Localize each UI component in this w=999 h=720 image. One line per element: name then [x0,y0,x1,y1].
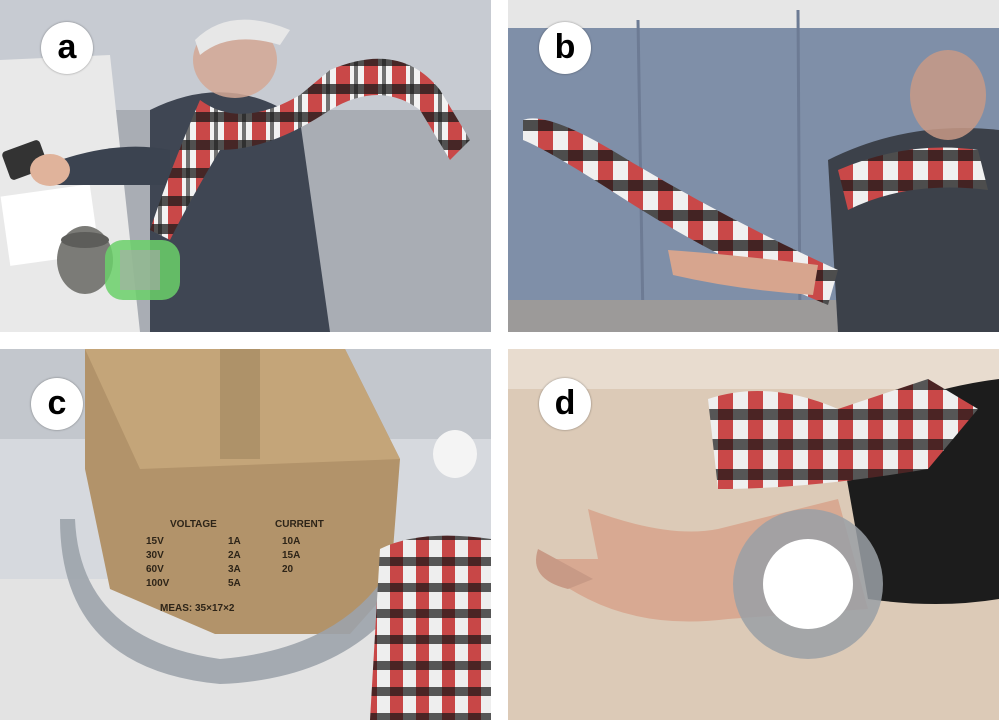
current-option: 20 [282,564,294,575]
voltage-option: 15V [146,536,164,547]
panel-label-b: b [539,22,591,74]
current-option: 10A [282,536,301,547]
panel-b: b [508,0,999,332]
panel-c: c VOLTAGE CURRENT 15V 30V 60V 100V 1A 2A… [0,349,491,720]
current-option: 1A [228,536,241,547]
voltage-option: 30V [146,550,164,561]
box-measurement: MEAS: 35×17×2 [160,603,235,614]
panel-label-d: d [539,378,591,430]
panel-label-c: c [31,378,83,430]
voltage-header: VOLTAGE [170,519,217,530]
current-option: 3A [228,564,241,575]
panel-a: a [0,0,491,332]
voltage-option: 100V [146,578,170,589]
current-header: CURRENT [275,519,324,530]
panel-label-a: a [41,22,93,74]
current-option: 2A [228,550,241,561]
panel-a-photo [0,0,491,332]
current-option: 5A [228,578,241,589]
voltage-option: 60V [146,564,164,575]
panel-d: d [508,349,999,720]
panel-c-photo [0,349,491,720]
current-option: 15A [282,550,301,561]
box-print: VOLTAGE CURRENT 15V 30V 60V 100V 1A 2A 3… [140,519,350,619]
